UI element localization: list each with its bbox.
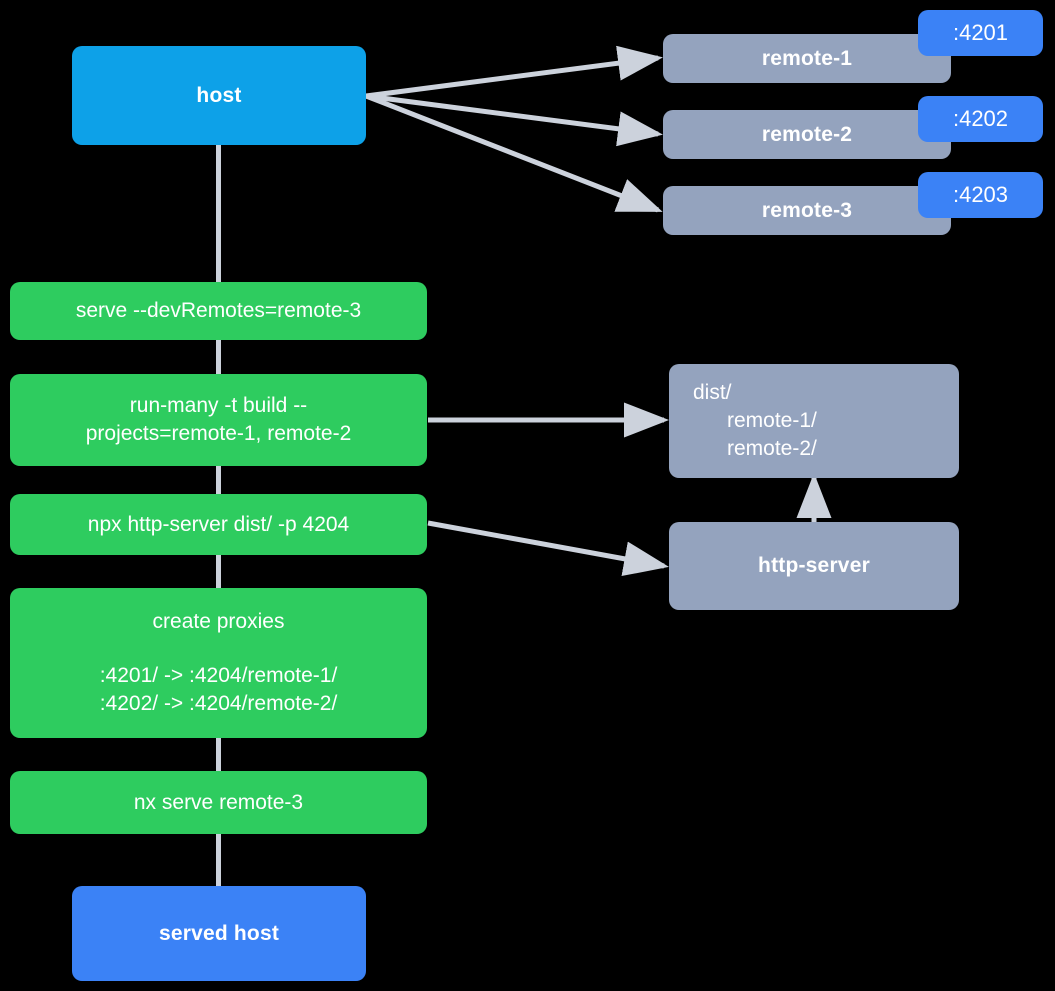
port-badge-remote-3-label: :4203 <box>952 182 1009 207</box>
port-badge-remote-2-label: :4202 <box>952 106 1009 131</box>
edge-host-to-remote-1 <box>365 45 663 99</box>
command-nx-serve-remote-3[interactable]: nx serve remote-3 <box>10 771 427 834</box>
command-nx-serve-remote-3-label: nx serve remote-3 <box>133 790 304 814</box>
command-serve-devremotes-label: serve --devRemotes=remote-3 <box>75 299 362 323</box>
spine-host-to-serve <box>216 145 221 282</box>
node-remote-1[interactable]: remote-1 <box>663 34 951 83</box>
command-create-proxies-line-2: :4202/ -> :4204/remote-2/ <box>99 691 338 715</box>
spine-npx-to-proxies <box>216 555 221 588</box>
port-badge-remote-2: :4202 <box>918 96 1043 142</box>
node-served-host-label: served host <box>158 921 280 945</box>
node-host-label: host <box>196 83 242 107</box>
node-dist-line-1: dist/ <box>693 381 732 405</box>
command-create-proxies-title: create proxies <box>152 610 285 634</box>
port-badge-remote-1: :4201 <box>918 10 1043 56</box>
node-dist-folder[interactable]: dist/ remote-1/ remote-2/ <box>669 364 959 478</box>
node-http-server-label: http-server <box>758 554 870 578</box>
edge-host-to-remote-3 <box>365 93 663 213</box>
command-run-many-build[interactable]: run-many -t build -- projects=remote-1, … <box>10 374 427 466</box>
node-remote-2-label: remote-2 <box>761 122 853 146</box>
node-dist-line-2: remote-1/ <box>727 409 817 433</box>
port-badge-remote-1-label: :4201 <box>952 20 1009 45</box>
edge-host-to-remote-2 <box>365 93 663 147</box>
node-host[interactable]: host <box>72 46 366 145</box>
spine-proxies-to-nxserve <box>216 738 221 771</box>
node-dist-line-3: remote-2/ <box>727 436 817 460</box>
command-npx-http-server[interactable]: npx http-server dist/ -p 4204 <box>10 494 427 555</box>
node-remote-1-label: remote-1 <box>761 46 853 70</box>
command-create-proxies-line-1: :4201/ -> :4204/remote-1/ <box>99 664 338 688</box>
command-serve-devremotes[interactable]: serve --devRemotes=remote-3 <box>10 282 427 340</box>
node-remote-2[interactable]: remote-2 <box>663 110 951 159</box>
port-badge-remote-3: :4203 <box>918 172 1043 218</box>
spine-nxserve-to-servedhost <box>216 834 221 886</box>
node-remote-3-label: remote-3 <box>761 198 853 222</box>
spine-runmany-to-npx <box>216 466 221 494</box>
edge-npx-to-httpserver <box>427 520 669 577</box>
command-npx-http-server-label: npx http-server dist/ -p 4204 <box>87 512 350 536</box>
command-run-many-build-line-1: run-many -t build -- <box>129 394 308 418</box>
command-run-many-build-line-2: projects=remote-1, remote-2 <box>85 422 352 445</box>
command-create-proxies[interactable]: create proxies :4201/ -> :4204/remote-1/… <box>10 588 427 738</box>
spine-serve-to-runmany <box>216 340 221 374</box>
node-http-server[interactable]: http-server <box>669 522 959 610</box>
node-served-host[interactable]: served host <box>72 886 366 981</box>
node-remote-3[interactable]: remote-3 <box>663 186 951 235</box>
